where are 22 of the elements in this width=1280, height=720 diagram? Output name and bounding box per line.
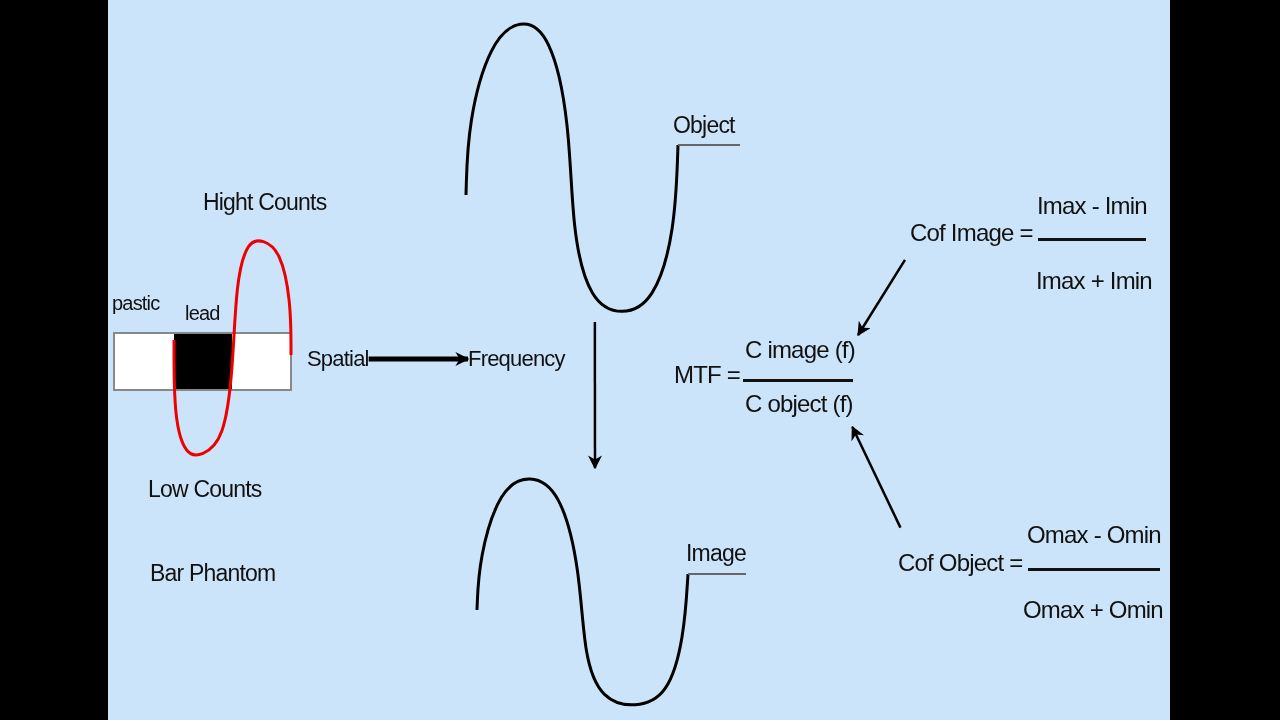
arrow <box>857 259 907 337</box>
denominator: Imax + Imin <box>1036 268 1152 294</box>
numerator: Omax - Omin <box>1027 522 1161 548</box>
text-label: lead <box>185 301 220 326</box>
denominator: Omax + Omin <box>1023 597 1163 623</box>
text-label: Bar Phantom <box>150 560 276 586</box>
formula-term: Cof Object = <box>898 550 1023 576</box>
text-label: Hight Counts <box>203 189 327 215</box>
term-label: Spatial <box>307 346 369 372</box>
arrow <box>588 322 602 470</box>
term-label: Frequency <box>468 346 565 372</box>
numerator: Imax - Imin <box>1037 193 1147 219</box>
formula-term: Cof Image = <box>910 220 1033 246</box>
arrow <box>368 352 470 366</box>
wave-label: Image <box>686 540 746 566</box>
wave-label: Object <box>673 112 735 138</box>
arrow <box>851 425 902 529</box>
denominator: C object (f) <box>745 391 853 417</box>
numerator: C image (f) <box>745 337 855 363</box>
formula-term: MTF = <box>674 362 740 388</box>
text-label: Low Counts <box>148 476 262 502</box>
text-label: pastic <box>112 291 160 316</box>
